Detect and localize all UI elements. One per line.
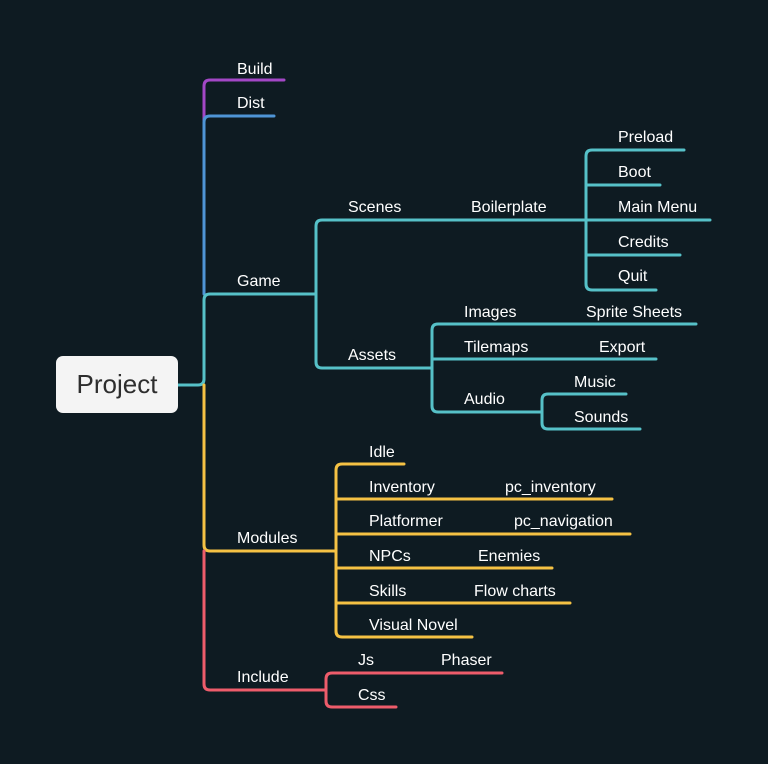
node-phaser[interactable]: Phaser bbox=[441, 652, 492, 669]
node-js[interactable]: Js bbox=[358, 652, 374, 669]
node-dist[interactable]: Dist bbox=[237, 95, 265, 112]
node-game[interactable]: Game bbox=[237, 273, 281, 290]
node-pc-inventory[interactable]: pc_inventory bbox=[505, 479, 596, 496]
node-skills[interactable]: Skills bbox=[369, 583, 407, 600]
node-modules[interactable]: Modules bbox=[237, 530, 298, 547]
node-enemies[interactable]: Enemies bbox=[478, 548, 541, 565]
node-main-menu[interactable]: Main Menu bbox=[618, 199, 698, 216]
connector-modules bbox=[202, 383, 338, 553]
node-sounds[interactable]: Sounds bbox=[574, 409, 629, 426]
node-npcs[interactable]: NPCs bbox=[369, 548, 411, 565]
node-visual-novel[interactable]: Visual Novel bbox=[369, 617, 458, 634]
node-boilerplate[interactable]: Boilerplate bbox=[471, 199, 547, 216]
connector-dist bbox=[202, 114, 276, 296]
node-tilemaps[interactable]: Tilemaps bbox=[464, 339, 529, 356]
node-platformer[interactable]: Platformer bbox=[369, 513, 443, 530]
node-sprite-sheets[interactable]: Sprite Sheets bbox=[586, 304, 683, 321]
node-inventory[interactable]: Inventory bbox=[369, 479, 435, 496]
node-quit[interactable]: Quit bbox=[618, 268, 648, 285]
connector-modules-bracket bbox=[334, 462, 632, 639]
node-export[interactable]: Export bbox=[599, 339, 646, 356]
node-pc-navigation[interactable]: pc_navigation bbox=[514, 513, 613, 530]
node-boot[interactable]: Boot bbox=[618, 164, 651, 181]
node-flow-charts[interactable]: Flow charts bbox=[474, 583, 556, 600]
node-scenes[interactable]: Scenes bbox=[348, 199, 402, 216]
connector-root-trunk bbox=[176, 377, 206, 387]
root-node-project[interactable]: Project bbox=[56, 356, 178, 413]
connector-game bbox=[202, 292, 318, 381]
connector-assets bbox=[314, 292, 434, 370]
connector-build bbox=[202, 78, 286, 122]
connector-audio-bracket bbox=[540, 392, 642, 431]
connector-assets-bracket bbox=[430, 322, 698, 414]
node-preload[interactable]: Preload bbox=[618, 129, 674, 146]
node-images[interactable]: Images bbox=[464, 304, 517, 321]
node-audio[interactable]: Audio bbox=[464, 391, 505, 408]
node-build[interactable]: Build bbox=[237, 61, 273, 78]
connector-include-bracket bbox=[324, 671, 504, 709]
node-assets[interactable]: Assets bbox=[348, 347, 397, 364]
connector-boilerplate-bracket bbox=[584, 148, 712, 292]
node-include[interactable]: Include bbox=[237, 669, 289, 686]
node-css[interactable]: Css bbox=[358, 687, 386, 704]
connector-scenes bbox=[314, 218, 586, 296]
node-idle[interactable]: Idle bbox=[369, 444, 395, 461]
node-credits[interactable]: Credits bbox=[618, 234, 669, 251]
node-music[interactable]: Music bbox=[574, 374, 616, 391]
connector-include bbox=[202, 549, 328, 692]
